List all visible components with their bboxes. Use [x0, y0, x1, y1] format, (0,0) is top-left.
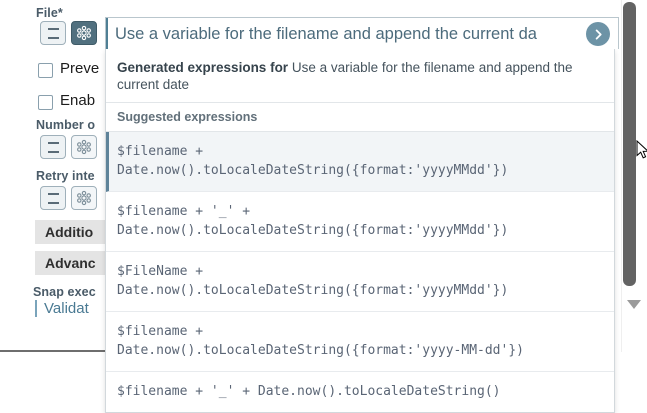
- expression-input-container[interactable]: Use a variable for the filename and appe…: [105, 17, 619, 49]
- dropdown-subheader: Suggested expressions: [106, 103, 614, 132]
- enable-checkbox-label: Enab: [60, 92, 96, 109]
- enable-checkbox[interactable]: [38, 95, 53, 110]
- generate-expression-button[interactable]: [586, 22, 610, 46]
- expression-suggestions-dropdown: Generated expressions for Use a variable…: [105, 49, 615, 413]
- suggestion-line-1: $FileName +: [117, 264, 204, 279]
- retry-expression-mode-button[interactable]: [71, 186, 97, 210]
- file-equals-mode-button[interactable]: [40, 21, 66, 45]
- suggestion-line-2: Date.now().toLocaleDateString({format:'y…: [117, 223, 509, 238]
- suggestion-line-1: $filename + '_' +: [117, 204, 251, 219]
- retry-interval-label: Retry inte: [36, 169, 95, 183]
- suggestion-item[interactable]: $FileName + Date.now().toLocaleDateStrin…: [106, 252, 614, 312]
- vertical-scrollbar-thumb[interactable]: [623, 2, 636, 286]
- retry-equals-mode-button[interactable]: [40, 186, 66, 210]
- number-equals-mode-button[interactable]: [40, 135, 66, 159]
- number-of-retries-label: Number o: [36, 118, 96, 132]
- dropdown-header-strong: Generated expressions for: [117, 60, 289, 75]
- suggestion-line-1: $filename +: [117, 324, 204, 339]
- suggestion-line-1: $filename +: [117, 144, 204, 159]
- snap-execution-label: Snap exec: [33, 285, 96, 299]
- dropdown-header: Generated expressions for Use a variable…: [106, 49, 614, 103]
- chevron-right-circle-icon: [595, 29, 602, 39]
- expression-atom-icon: [77, 139, 91, 155]
- expression-atom-icon: [77, 25, 91, 41]
- suggestion-line-2: Date.now().toLocaleDateString({format:'y…: [117, 163, 509, 178]
- triangle-down-icon[interactable]: [627, 300, 641, 309]
- number-expression-mode-button[interactable]: [71, 135, 97, 159]
- suggestion-line-2: Date.now().toLocaleDateString({format:'y…: [117, 343, 524, 358]
- retry-mode-toggle-group: [40, 186, 97, 210]
- file-mode-toggle-group: [40, 21, 97, 45]
- suggestion-item[interactable]: $filename + Date.now().toLocaleDateStrin…: [106, 312, 614, 372]
- file-expression-mode-button[interactable]: [71, 21, 97, 45]
- dropdown-header-text: Use a variable for the filename and appe…: [117, 60, 573, 92]
- suggestion-item[interactable]: $filename + Date.now().toLocaleDateStrin…: [106, 132, 614, 192]
- snap-execution-value[interactable]: Validat: [35, 300, 89, 317]
- prevent-checkbox[interactable]: [38, 63, 53, 78]
- number-mode-toggle-group: [40, 135, 97, 159]
- suggestion-line-2: Date.now().toLocaleDateString({format:'y…: [117, 283, 509, 298]
- file-field-label: File*: [36, 6, 63, 20]
- expression-atom-icon: [77, 190, 91, 206]
- suggestion-line-1: $filename + '_' + Date.now().toLocaleDat…: [117, 384, 501, 399]
- prevent-checkbox-label: Preve: [60, 60, 100, 77]
- suggestion-item[interactable]: $filename + '_' + Date.now().toLocaleDat…: [106, 372, 614, 412]
- expression-input[interactable]: Use a variable for the filename and appe…: [115, 25, 537, 43]
- suggestion-item[interactable]: $filename + '_' + Date.now().toLocaleDat…: [106, 192, 614, 252]
